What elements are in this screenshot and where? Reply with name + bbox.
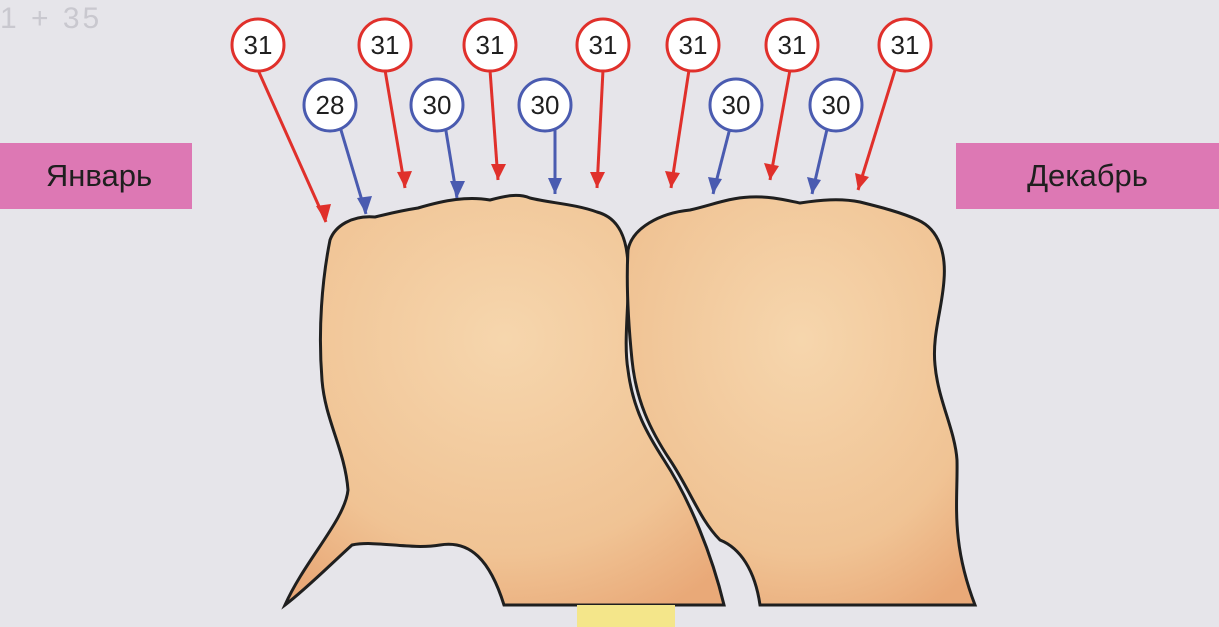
badge-5: 30 (519, 79, 571, 131)
badge-6: 31 (577, 19, 629, 71)
bottom-tab (577, 605, 675, 627)
badge-1-value: 28 (316, 90, 345, 120)
badge-6-value: 31 (589, 30, 618, 60)
badge-8-value: 30 (722, 90, 751, 120)
badge-0-value: 31 (244, 30, 273, 60)
badge-0: 31 (232, 19, 284, 71)
badge-10: 30 (810, 79, 862, 131)
badge-3: 30 (411, 79, 463, 131)
badge-2: 31 (359, 19, 411, 71)
badge-4: 31 (464, 19, 516, 71)
badge-11-value: 31 (891, 30, 920, 60)
badge-8: 30 (710, 79, 762, 131)
badge-9: 31 (766, 19, 818, 71)
badge-1: 28 (304, 79, 356, 131)
badge-7: 31 (667, 19, 719, 71)
badge-7-value: 31 (679, 30, 708, 60)
badge-2-value: 31 (371, 30, 400, 60)
badge-11: 31 (879, 19, 931, 71)
badge-10-value: 30 (822, 90, 851, 120)
badge-4-value: 31 (476, 30, 505, 60)
badge-5-value: 30 (531, 90, 560, 120)
badge-3-value: 30 (423, 90, 452, 120)
badge-9-value: 31 (778, 30, 807, 60)
